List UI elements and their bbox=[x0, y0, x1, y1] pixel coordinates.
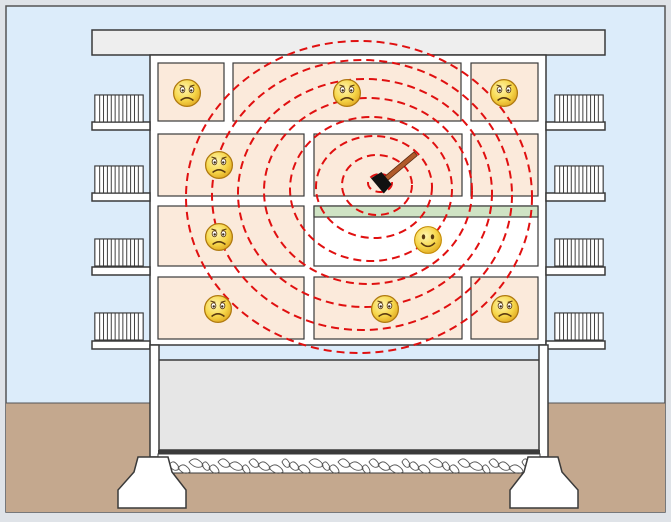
gravel-stone bbox=[257, 461, 271, 471]
gravel-stone bbox=[201, 461, 211, 471]
sad-face-icon bbox=[370, 294, 400, 324]
sound-wave-ring bbox=[263, 97, 473, 285]
roof-slab bbox=[91, 29, 606, 56]
footing-right bbox=[509, 456, 579, 509]
gravel-stone bbox=[208, 464, 220, 474]
gravel-stone bbox=[168, 461, 180, 471]
gravel-stone bbox=[288, 461, 300, 471]
gravel-stone bbox=[321, 461, 331, 471]
sad-face-icon bbox=[490, 294, 520, 324]
insulation-strip bbox=[313, 205, 539, 218]
gravel-stone bbox=[408, 461, 420, 471]
room-4-left bbox=[157, 62, 225, 122]
sound-wave-ring bbox=[237, 78, 493, 308]
sound-waves bbox=[185, 40, 533, 354]
sad-face-icon bbox=[489, 78, 519, 108]
basement-wall-left bbox=[149, 344, 160, 458]
gravel-stone bbox=[217, 458, 231, 468]
hammer-icon bbox=[370, 151, 418, 194]
sound-wave-ring bbox=[341, 154, 413, 216]
gravel-stone bbox=[248, 458, 260, 468]
gravel-stone bbox=[188, 458, 204, 468]
gravel-stone bbox=[281, 458, 291, 468]
gravel-stone bbox=[228, 461, 244, 471]
happy-face-icon bbox=[413, 225, 443, 255]
sad-face-icon bbox=[332, 78, 362, 108]
gravel-stone bbox=[328, 464, 340, 474]
room-3-right bbox=[470, 133, 539, 197]
gravel-stone bbox=[488, 458, 500, 468]
gravel-stone bbox=[361, 464, 371, 474]
sad-face-icon bbox=[172, 78, 202, 108]
gravel-stone bbox=[308, 458, 324, 468]
gravel-stone bbox=[468, 461, 484, 471]
sound-wave-ring bbox=[367, 173, 393, 193]
gravel-stone bbox=[401, 458, 411, 468]
basement bbox=[157, 359, 541, 451]
gravel-stone bbox=[377, 461, 391, 471]
foundation-slab bbox=[158, 450, 540, 454]
sad-face-icon bbox=[204, 150, 234, 180]
sad-face-icon bbox=[204, 222, 234, 252]
gravel-stone bbox=[497, 461, 511, 471]
gravel-stone bbox=[177, 464, 191, 474]
gravel-stone bbox=[241, 464, 251, 474]
gravel-stone bbox=[508, 464, 524, 474]
gravel-stones bbox=[161, 458, 540, 474]
basement-wall-right bbox=[538, 344, 549, 458]
gravel-stone bbox=[457, 458, 471, 468]
sound-wave-ring bbox=[211, 59, 513, 331]
gravel-stone bbox=[297, 464, 311, 474]
sound-wave-ring bbox=[185, 40, 533, 354]
gravel-stone bbox=[337, 458, 351, 468]
gravel-stone bbox=[368, 458, 380, 468]
gravel-stone bbox=[428, 458, 444, 468]
gravel-stone bbox=[441, 461, 451, 471]
gravel-stone bbox=[268, 464, 284, 474]
gravel-stone bbox=[417, 464, 431, 474]
gravel-stone bbox=[448, 464, 460, 474]
sad-face-icon bbox=[203, 294, 233, 324]
gravel-stone bbox=[348, 461, 364, 471]
footing-left bbox=[117, 456, 187, 509]
sound-wave-ring bbox=[289, 116, 453, 262]
gravel-stone bbox=[388, 464, 404, 474]
gravel-stone bbox=[481, 464, 491, 474]
sound-wave-ring bbox=[315, 135, 433, 239]
